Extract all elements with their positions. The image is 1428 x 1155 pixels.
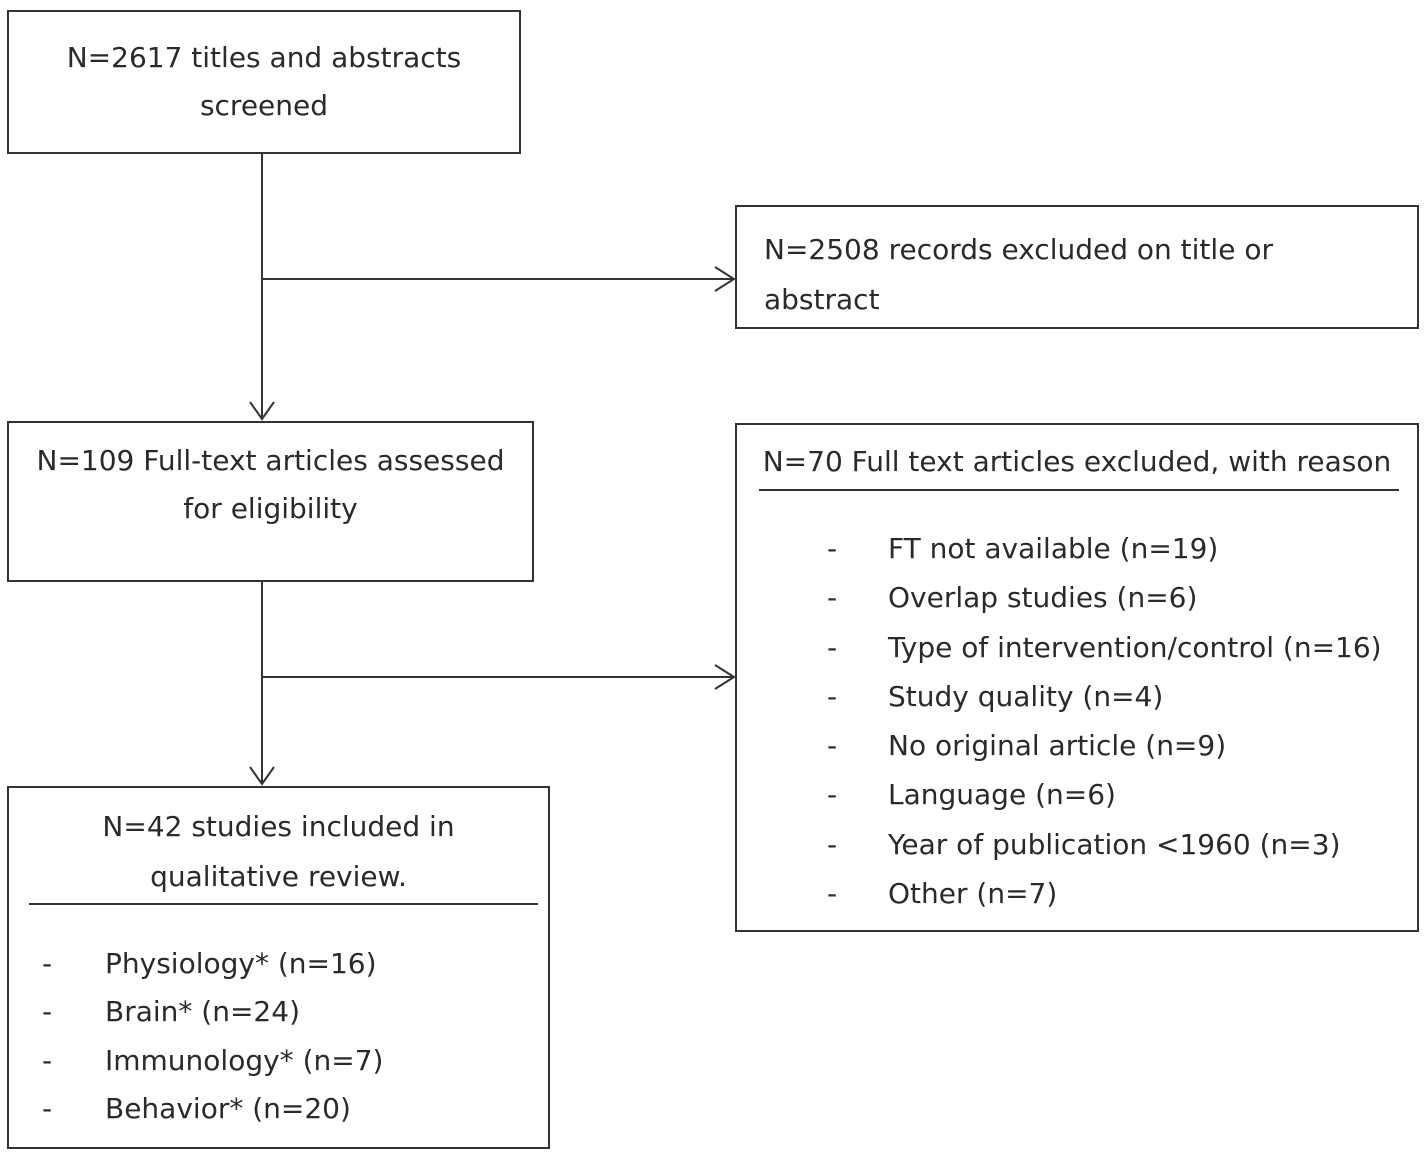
excluded-fulltext-heading: N=70 Full text articles excluded, with r… [762,445,1392,478]
list-bullet: - [42,947,53,980]
arrowhead-to-excluded-title [714,266,736,292]
exclusion-reason-label: Other (n=7) [888,877,1058,911]
list-bullet: - [827,630,838,664]
included-category-label: Physiology* (n=16) [105,947,377,980]
box-fulltext-excluded: N=70 Full text articles excluded, with r… [735,423,1419,932]
list-bullet: - [42,995,53,1029]
list-bullet: - [827,778,838,812]
screened-text-line2: screened [199,89,329,122]
arrowhead-to-included [249,766,275,786]
box-records-screened: N=2617 titles and abstracts screened [7,10,521,154]
list-bullet: - [42,1091,53,1125]
fulltext-text-line2: for eligibility [183,492,358,525]
exclusion-reason-label: Language (n=6) [888,778,1116,812]
exclusion-reason-label: Type of intervention/control (n=16) [888,630,1382,664]
list-bullet: - [827,827,838,861]
exclusion-reason-label: Year of publication <1960 (n=3) [888,827,1341,861]
included-category-label: Brain* (n=24) [105,995,300,1029]
screened-text-line1: N=2617 titles and abstracts [66,41,462,74]
exclusion-reason-label: Overlap studies (n=6) [888,581,1198,615]
included-divider [29,903,538,905]
excluded-title-text-line1: N=2508 records excluded on title or [764,233,1273,266]
included-category-label: Immunology* (n=7) [105,1043,384,1077]
box-excluded-on-title: N=2508 records excluded on title or abst… [735,205,1419,329]
included-category-label: Behavior* (n=20) [105,1091,351,1125]
included-heading: N=42 studies included in qualitative rev… [9,802,548,902]
list-bullet: - [827,729,838,763]
arrowhead-to-fulltext [249,401,275,421]
exclusion-reason-label: Study quality (n=4) [888,679,1164,713]
excluded-fulltext-divider [759,489,1399,491]
included-text-line2: qualitative review. [150,860,407,893]
exclusion-reason-label: FT not available (n=19) [888,532,1219,565]
list-bullet: - [42,1043,53,1077]
included-text-line1: N=42 studies included in [102,810,455,843]
list-bullet: - [827,679,838,713]
box-fulltext-assessed: N=109 Full-text articles assessed for el… [7,421,534,582]
excluded-title-text-line2: abstract [764,283,880,316]
box-studies-included: N=42 studies included in qualitative rev… [7,786,550,1149]
exclusion-reason-label: No original article (n=9) [888,729,1227,763]
fulltext-text-line1: N=109 Full-text articles assessed [36,444,505,477]
list-bullet: - [827,532,838,565]
list-bullet: - [827,877,838,911]
arrowhead-to-excluded-fulltext [714,664,736,690]
list-bullet: - [827,581,838,615]
